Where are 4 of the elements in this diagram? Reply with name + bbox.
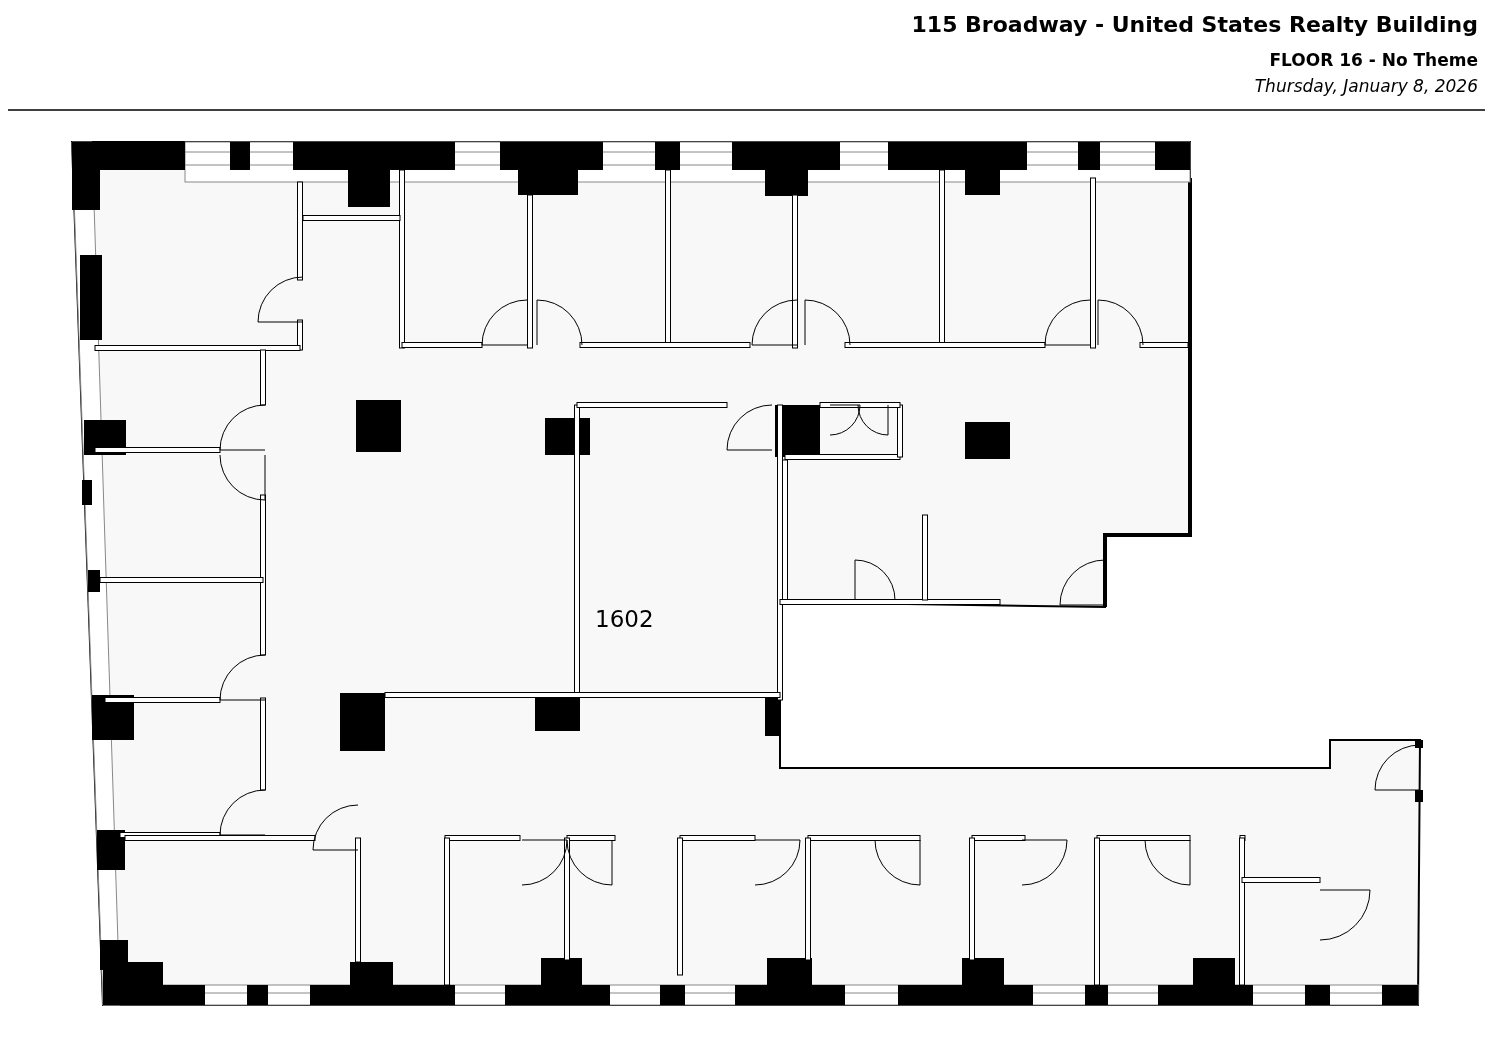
floor-label: FLOOR 16 - No Theme (1269, 50, 1478, 70)
building-title: 115 Broadway - United States Realty Building (911, 12, 1478, 37)
room-number: 1602 (595, 606, 654, 632)
date-label: Thursday, January 8, 2026 (1254, 76, 1478, 96)
